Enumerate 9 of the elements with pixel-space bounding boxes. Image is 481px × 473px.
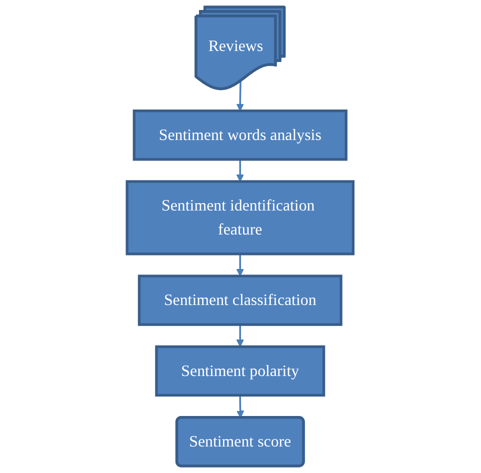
arrow: [236, 324, 244, 348]
arrow: [236, 159, 244, 182]
arrow: [236, 81, 244, 112]
arrow: [236, 254, 244, 276]
node-box: Sentiment classification: [138, 274, 343, 326]
node-box: Sentiment polarity: [156, 345, 326, 397]
node-box: Sentiment identification feature: [126, 180, 355, 256]
node-box: Sentiment words analysis: [133, 110, 348, 161]
arrow: [236, 395, 245, 418]
